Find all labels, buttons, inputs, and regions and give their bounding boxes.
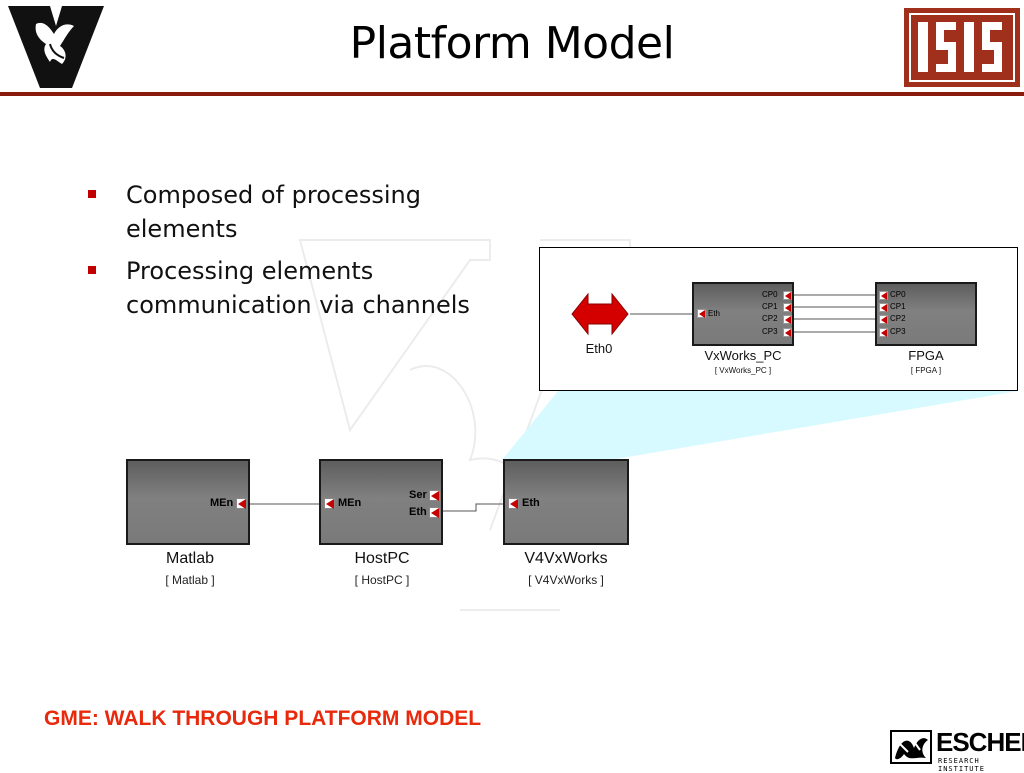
port-eth-icon[interactable] <box>697 309 706 318</box>
bullet-text: Composed of processing elements <box>126 181 421 243</box>
port-label-cp2: CP2 <box>890 314 906 323</box>
v4vxworks-block[interactable] <box>503 459 629 545</box>
block-name: VxWorks_PC <box>704 348 782 363</box>
port-label-cp1: CP1 <box>762 302 778 311</box>
eth-bidirectional-arrow-icon[interactable] <box>570 292 630 336</box>
eth0-label: Eth0 <box>585 341 613 356</box>
port-cp3-icon[interactable] <box>783 328 792 337</box>
port-men-icon[interactable] <box>324 498 335 509</box>
block-kind: [ Matlab ] <box>165 573 215 587</box>
vanderbilt-logo <box>8 6 104 88</box>
block-kind: [ V4VxWorks ] <box>528 573 604 587</box>
port-label-eth: Eth <box>409 506 427 518</box>
bullet-marker <box>88 190 96 198</box>
port-cp1-icon[interactable] <box>783 303 792 312</box>
bullet-marker <box>88 266 96 274</box>
port-cp1-icon[interactable] <box>879 303 888 312</box>
block-kind: [ VxWorks_PC ] <box>714 366 772 375</box>
port-label-eth: Eth <box>522 497 540 509</box>
block-name: Matlab <box>165 550 215 567</box>
port-label-cp1: CP1 <box>890 302 906 311</box>
port-label-men: MEn <box>210 497 234 509</box>
port-label-cp3: CP3 <box>890 327 906 336</box>
port-ser-icon[interactable] <box>429 490 440 501</box>
port-label-cp2: CP2 <box>762 314 778 323</box>
title-divider <box>0 92 1024 96</box>
port-cp2-icon[interactable] <box>783 315 792 324</box>
block-name: FPGA <box>908 348 944 363</box>
page-title: Platform Model <box>349 18 675 69</box>
port-label-cp3: CP3 <box>762 327 778 336</box>
port-label-cp0: CP0 <box>762 290 778 299</box>
port-cp2-icon[interactable] <box>879 315 888 324</box>
port-eth-icon[interactable] <box>508 498 519 509</box>
isis-logo <box>904 8 1020 87</box>
fpga-block[interactable] <box>875 282 977 346</box>
port-cp0-icon[interactable] <box>879 291 888 300</box>
vxworks-pc-block[interactable] <box>692 282 794 346</box>
escher-subtext: RESEARCH INSTITUTE <box>938 757 985 773</box>
escher-logo <box>890 730 932 764</box>
bullet-text: Processing elements communication via ch… <box>126 257 470 319</box>
block-kind: [ HostPC ] <box>354 573 410 587</box>
bullet-item-1: Composed of processing elements <box>88 178 518 248</box>
port-label-cp0: CP0 <box>890 290 906 299</box>
matlab-block[interactable] <box>126 459 250 545</box>
hostpc-block[interactable] <box>319 459 443 545</box>
port-label-ser: Ser <box>409 489 427 501</box>
bullet-item-2: Processing elements communication via ch… <box>88 254 518 324</box>
port-men-icon[interactable] <box>236 498 247 509</box>
footer-caption: GME: WALK THROUGH PLATFORM MODEL <box>44 707 482 730</box>
port-eth-icon[interactable] <box>429 507 440 518</box>
port-label-men: MEn <box>338 497 362 509</box>
block-name: HostPC <box>354 550 410 567</box>
block-kind: [ FPGA ] <box>910 366 942 375</box>
port-cp3-icon[interactable] <box>879 328 888 337</box>
block-name: V4VxWorks <box>524 550 608 567</box>
port-label-eth: Eth <box>708 309 721 318</box>
port-cp0-icon[interactable] <box>783 291 792 300</box>
